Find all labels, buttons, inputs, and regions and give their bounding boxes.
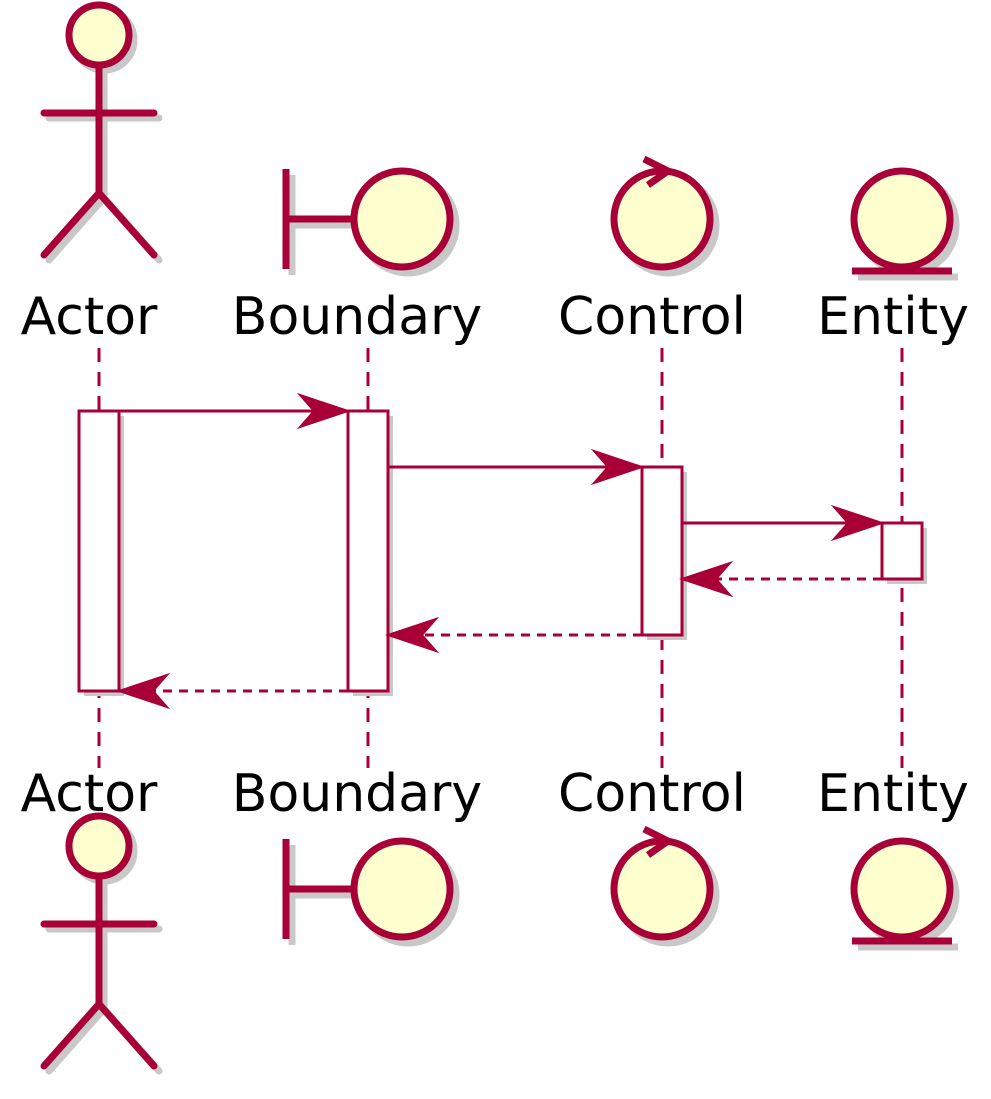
activation-boundary bbox=[346, 409, 390, 693]
participant-actor-bottom: Actor bbox=[21, 764, 159, 1071]
message-control-to-entity bbox=[682, 504, 886, 542]
actor-icon bbox=[44, 5, 159, 260]
arrowhead bbox=[115, 672, 171, 710]
participant-label: Boundary bbox=[232, 764, 482, 824]
participant-entity-bottom: Entity bbox=[817, 764, 969, 947]
entity-icon bbox=[852, 841, 958, 947]
message-boundary-to-control bbox=[388, 448, 646, 486]
message-entity-to-control bbox=[678, 560, 882, 598]
activation-entity bbox=[880, 521, 924, 581]
participant-entity-top: Entity bbox=[817, 171, 969, 347]
participant-label: Actor bbox=[21, 287, 158, 347]
participant-label: Entity bbox=[817, 764, 969, 824]
boundary-icon bbox=[286, 169, 456, 275]
arrowhead bbox=[296, 392, 352, 430]
activation-bars bbox=[77, 409, 927, 696]
activation-control bbox=[640, 465, 684, 637]
participant-boundary-top: Boundary bbox=[232, 169, 482, 347]
entity-icon bbox=[852, 171, 958, 277]
participant-boundary-bottom: Boundary bbox=[232, 764, 482, 945]
message-control-to-boundary bbox=[384, 616, 642, 654]
participant-actor-top: Actor bbox=[21, 5, 159, 347]
participant-label: Boundary bbox=[232, 287, 482, 347]
message-actor-to-boundary bbox=[119, 392, 352, 430]
control-icon bbox=[614, 159, 716, 273]
participant-control-bottom: Control bbox=[558, 764, 746, 943]
activation-actor bbox=[77, 409, 121, 693]
arrowhead bbox=[384, 616, 440, 654]
arrowhead bbox=[678, 560, 734, 598]
arrowhead bbox=[830, 504, 886, 542]
arrowhead bbox=[590, 448, 646, 486]
participant-label: Entity bbox=[817, 287, 969, 347]
actor-icon bbox=[44, 816, 159, 1071]
lifelines bbox=[97, 348, 904, 768]
participant-control-top: Control bbox=[558, 159, 746, 347]
control-icon bbox=[614, 829, 716, 943]
boundary-icon bbox=[286, 839, 456, 945]
message-boundary-to-actor bbox=[115, 672, 348, 710]
participant-label: Control bbox=[558, 287, 746, 347]
participant-label: Control bbox=[558, 764, 746, 824]
message-arrows bbox=[115, 392, 886, 710]
